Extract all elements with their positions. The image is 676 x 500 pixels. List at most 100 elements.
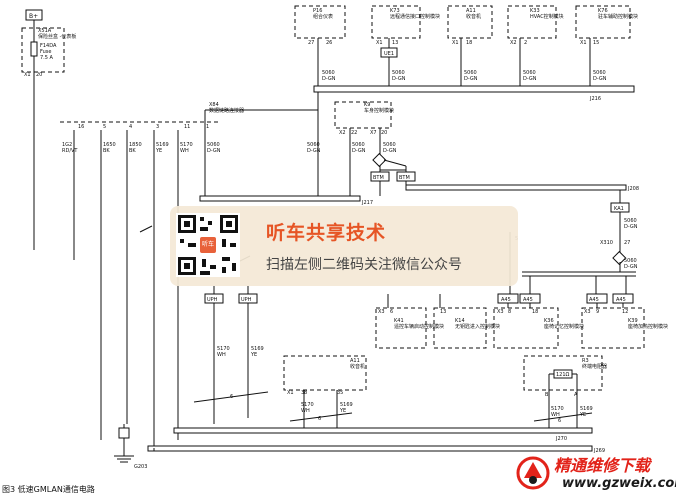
diagram-label: 5169 xyxy=(251,346,264,352)
dlc-pins: 16 5 4 3 11 1 xyxy=(78,124,209,130)
splice-j269 xyxy=(147,445,593,452)
diagram-label: X1 xyxy=(580,40,587,46)
diagram-label: D-GN xyxy=(307,148,321,154)
diagram-label: K33 xyxy=(530,8,540,14)
fuse-block-ref: X51A xyxy=(38,28,52,34)
diagram-label: A45 xyxy=(501,297,511,303)
diagram-label: 6 xyxy=(318,416,321,422)
figure-caption: 图3 低速GMLAN通信电路 xyxy=(2,485,95,494)
diagram-label: 1650 xyxy=(103,142,116,148)
diagram-label: 3 xyxy=(156,124,159,130)
top-module-k33: K33 HVAC控制模块 X2 2 5060 D-GN xyxy=(507,5,564,87)
diagram-label: 5060 xyxy=(352,142,365,148)
diagram-label: D-GN xyxy=(624,224,638,230)
diagram-label: 13 xyxy=(392,40,398,46)
watermark-title: 听车共享技术 xyxy=(266,222,387,244)
diagram-label: K76 xyxy=(598,8,608,14)
top-module-k73: K73 远程通信接口控制模块 X1 13 UE1 5060 D-GN xyxy=(371,5,440,87)
splice-j208 xyxy=(405,184,627,191)
top-module-p16: P16 组合仪表 27 26 5060 D-GN xyxy=(294,5,346,87)
diagram-label: D-GN xyxy=(207,148,221,154)
diagram-label: 遥控车辆启动控制模块 xyxy=(394,323,444,330)
diagram-label: YE xyxy=(339,408,346,414)
diagram-label: D-GN xyxy=(352,148,366,154)
diagram-label: WH xyxy=(217,352,226,358)
a45-boxes: A45 A45 A45 A45 xyxy=(497,293,634,304)
qr-pattern xyxy=(178,215,238,275)
x310-diamond xyxy=(612,250,627,266)
fuse-block-box xyxy=(21,27,65,73)
qr-badge: 听车 xyxy=(200,237,216,253)
diagram-shape xyxy=(371,5,421,39)
diagram-label: 5170 xyxy=(301,402,314,408)
fuse-pin: 20 xyxy=(36,72,42,78)
diagram-label: X3 xyxy=(378,309,385,315)
diagram-label: YE xyxy=(250,352,257,358)
watermark-subtitle: 扫描左侧二维码关注微信公众号 xyxy=(266,257,462,273)
diagram-label: 5060 xyxy=(464,70,477,76)
diagram-label: K14 xyxy=(455,318,465,324)
diagram-label: K41 xyxy=(394,318,404,324)
diagram-label: A45 xyxy=(616,297,626,303)
diagram-label: 18 xyxy=(466,40,472,46)
bottom-module-k39: X3 9 12 K39 座椅加热控制模块 xyxy=(581,303,668,349)
dlc-ref: X84 xyxy=(209,102,219,108)
fuse-symbol xyxy=(30,41,38,57)
diagram-label: 5170 xyxy=(180,142,193,148)
diagram-label: KA1 xyxy=(614,206,624,212)
diagram-label: A45 xyxy=(589,297,599,303)
diagram-label: 35 xyxy=(337,390,343,396)
diagram-label: J217 xyxy=(361,200,373,206)
diagram-label: BK xyxy=(129,148,136,154)
diagram-label: 5169 xyxy=(580,406,593,412)
diagram-label: X310 xyxy=(600,240,613,246)
diagram-label: 13 xyxy=(440,309,446,315)
ground-label: G203 xyxy=(134,464,147,470)
diagram-label: 5060 xyxy=(624,218,637,224)
diagram-label: D-GN xyxy=(464,76,478,82)
diagram-label: D-GN xyxy=(383,148,397,154)
diagram-label: K9 xyxy=(364,102,370,108)
diagram-label: R3 xyxy=(582,358,589,364)
diagram-label: 5060 xyxy=(624,258,637,264)
fuse-block-name: 保险丝盒 -仪表板 xyxy=(38,33,76,40)
diagram-label: X3 xyxy=(497,309,504,315)
site-logo: 精通维修下载 www.gzweix.com xyxy=(508,452,676,498)
diagram-label: BTM xyxy=(373,175,384,181)
splice-j270 xyxy=(173,427,593,434)
wire-segment xyxy=(383,159,407,167)
diagram-label: 组合仪表 xyxy=(313,13,333,20)
top-module-k76: K76 驻车辅助控制模块 X1 15 5060 D-GN xyxy=(575,5,638,87)
diagram-label: WH xyxy=(551,412,560,418)
diagram-label: A xyxy=(574,392,578,398)
diagram-label: 收音机 xyxy=(350,363,365,370)
fuse-id: F14DA xyxy=(40,43,57,49)
diagram-label: 1850 xyxy=(129,142,142,148)
diagram-shape xyxy=(507,5,557,39)
diagram-label: 1G2 xyxy=(62,142,72,148)
diagram-label: D-GN xyxy=(322,76,336,82)
diagram-label: X3 xyxy=(584,309,591,315)
splice-j216 xyxy=(313,85,635,93)
diagram-label: 5060 xyxy=(392,70,405,76)
fuse-conn: X1 xyxy=(24,72,31,78)
diagram-label: 驻车辅助控制模块 xyxy=(598,13,638,20)
fuse-label: Fuse xyxy=(40,49,51,55)
diagram-label: 座椅记忆控制模块 xyxy=(544,323,584,330)
diagram-label: 5 xyxy=(103,124,106,130)
diagram-label: 11 xyxy=(184,124,190,130)
diagram-label: 6 xyxy=(390,309,393,315)
diagram-label: 16 xyxy=(78,124,84,130)
diagram-label: 5169 xyxy=(156,142,169,148)
diagram-label: A11 xyxy=(466,8,476,14)
termination-module xyxy=(523,355,603,391)
battery-label: B+ xyxy=(29,13,38,20)
diagram-shape xyxy=(447,5,493,39)
diagram-label: 22 xyxy=(351,130,357,136)
diagram-shape xyxy=(493,307,559,349)
diagram-label: 121Ω xyxy=(556,372,570,378)
diagram-label: 5169 xyxy=(340,402,353,408)
diagram-label: 5060 xyxy=(322,70,335,76)
